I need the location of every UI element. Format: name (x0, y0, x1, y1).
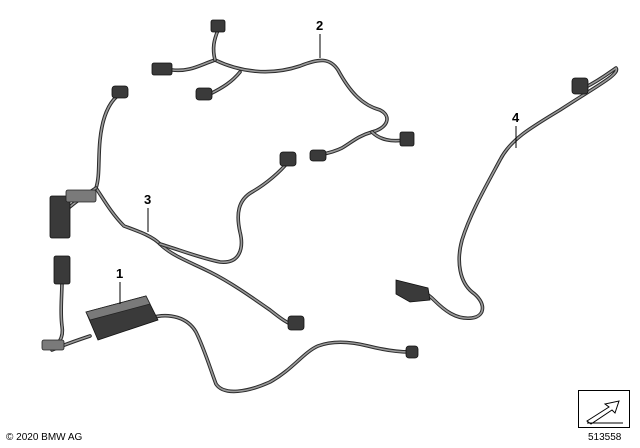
connector-2d (399, 131, 415, 147)
connector-2c (195, 87, 213, 101)
copyright-text: © 2020 BMW AG (6, 432, 83, 443)
diagram-number: 513558 (588, 432, 622, 443)
wiring-harness-4 (395, 66, 619, 321)
callout-4: 4 (512, 110, 520, 125)
connector-3b (279, 151, 297, 167)
wiring-harness-3 (49, 85, 305, 331)
connector-3c (49, 195, 71, 239)
clip-1b (41, 339, 65, 351)
connector-4b (395, 279, 431, 303)
callout-3: 3 (144, 192, 152, 207)
wiring-harness-1 (41, 255, 419, 394)
connector-3a (111, 85, 129, 99)
connector-2a (210, 19, 226, 33)
connector-2b (151, 62, 173, 76)
connector-2e (309, 149, 327, 162)
callout-1: 1 (116, 266, 124, 281)
connector-1a (53, 255, 71, 285)
connector-4a (571, 77, 589, 95)
callout-2: 2 (316, 18, 324, 33)
connector-1c (405, 345, 419, 359)
arrow-stamp-icon (578, 390, 630, 428)
connector-3e (287, 315, 305, 331)
wiring-harness-2 (151, 19, 415, 162)
clip-3d (65, 189, 97, 203)
